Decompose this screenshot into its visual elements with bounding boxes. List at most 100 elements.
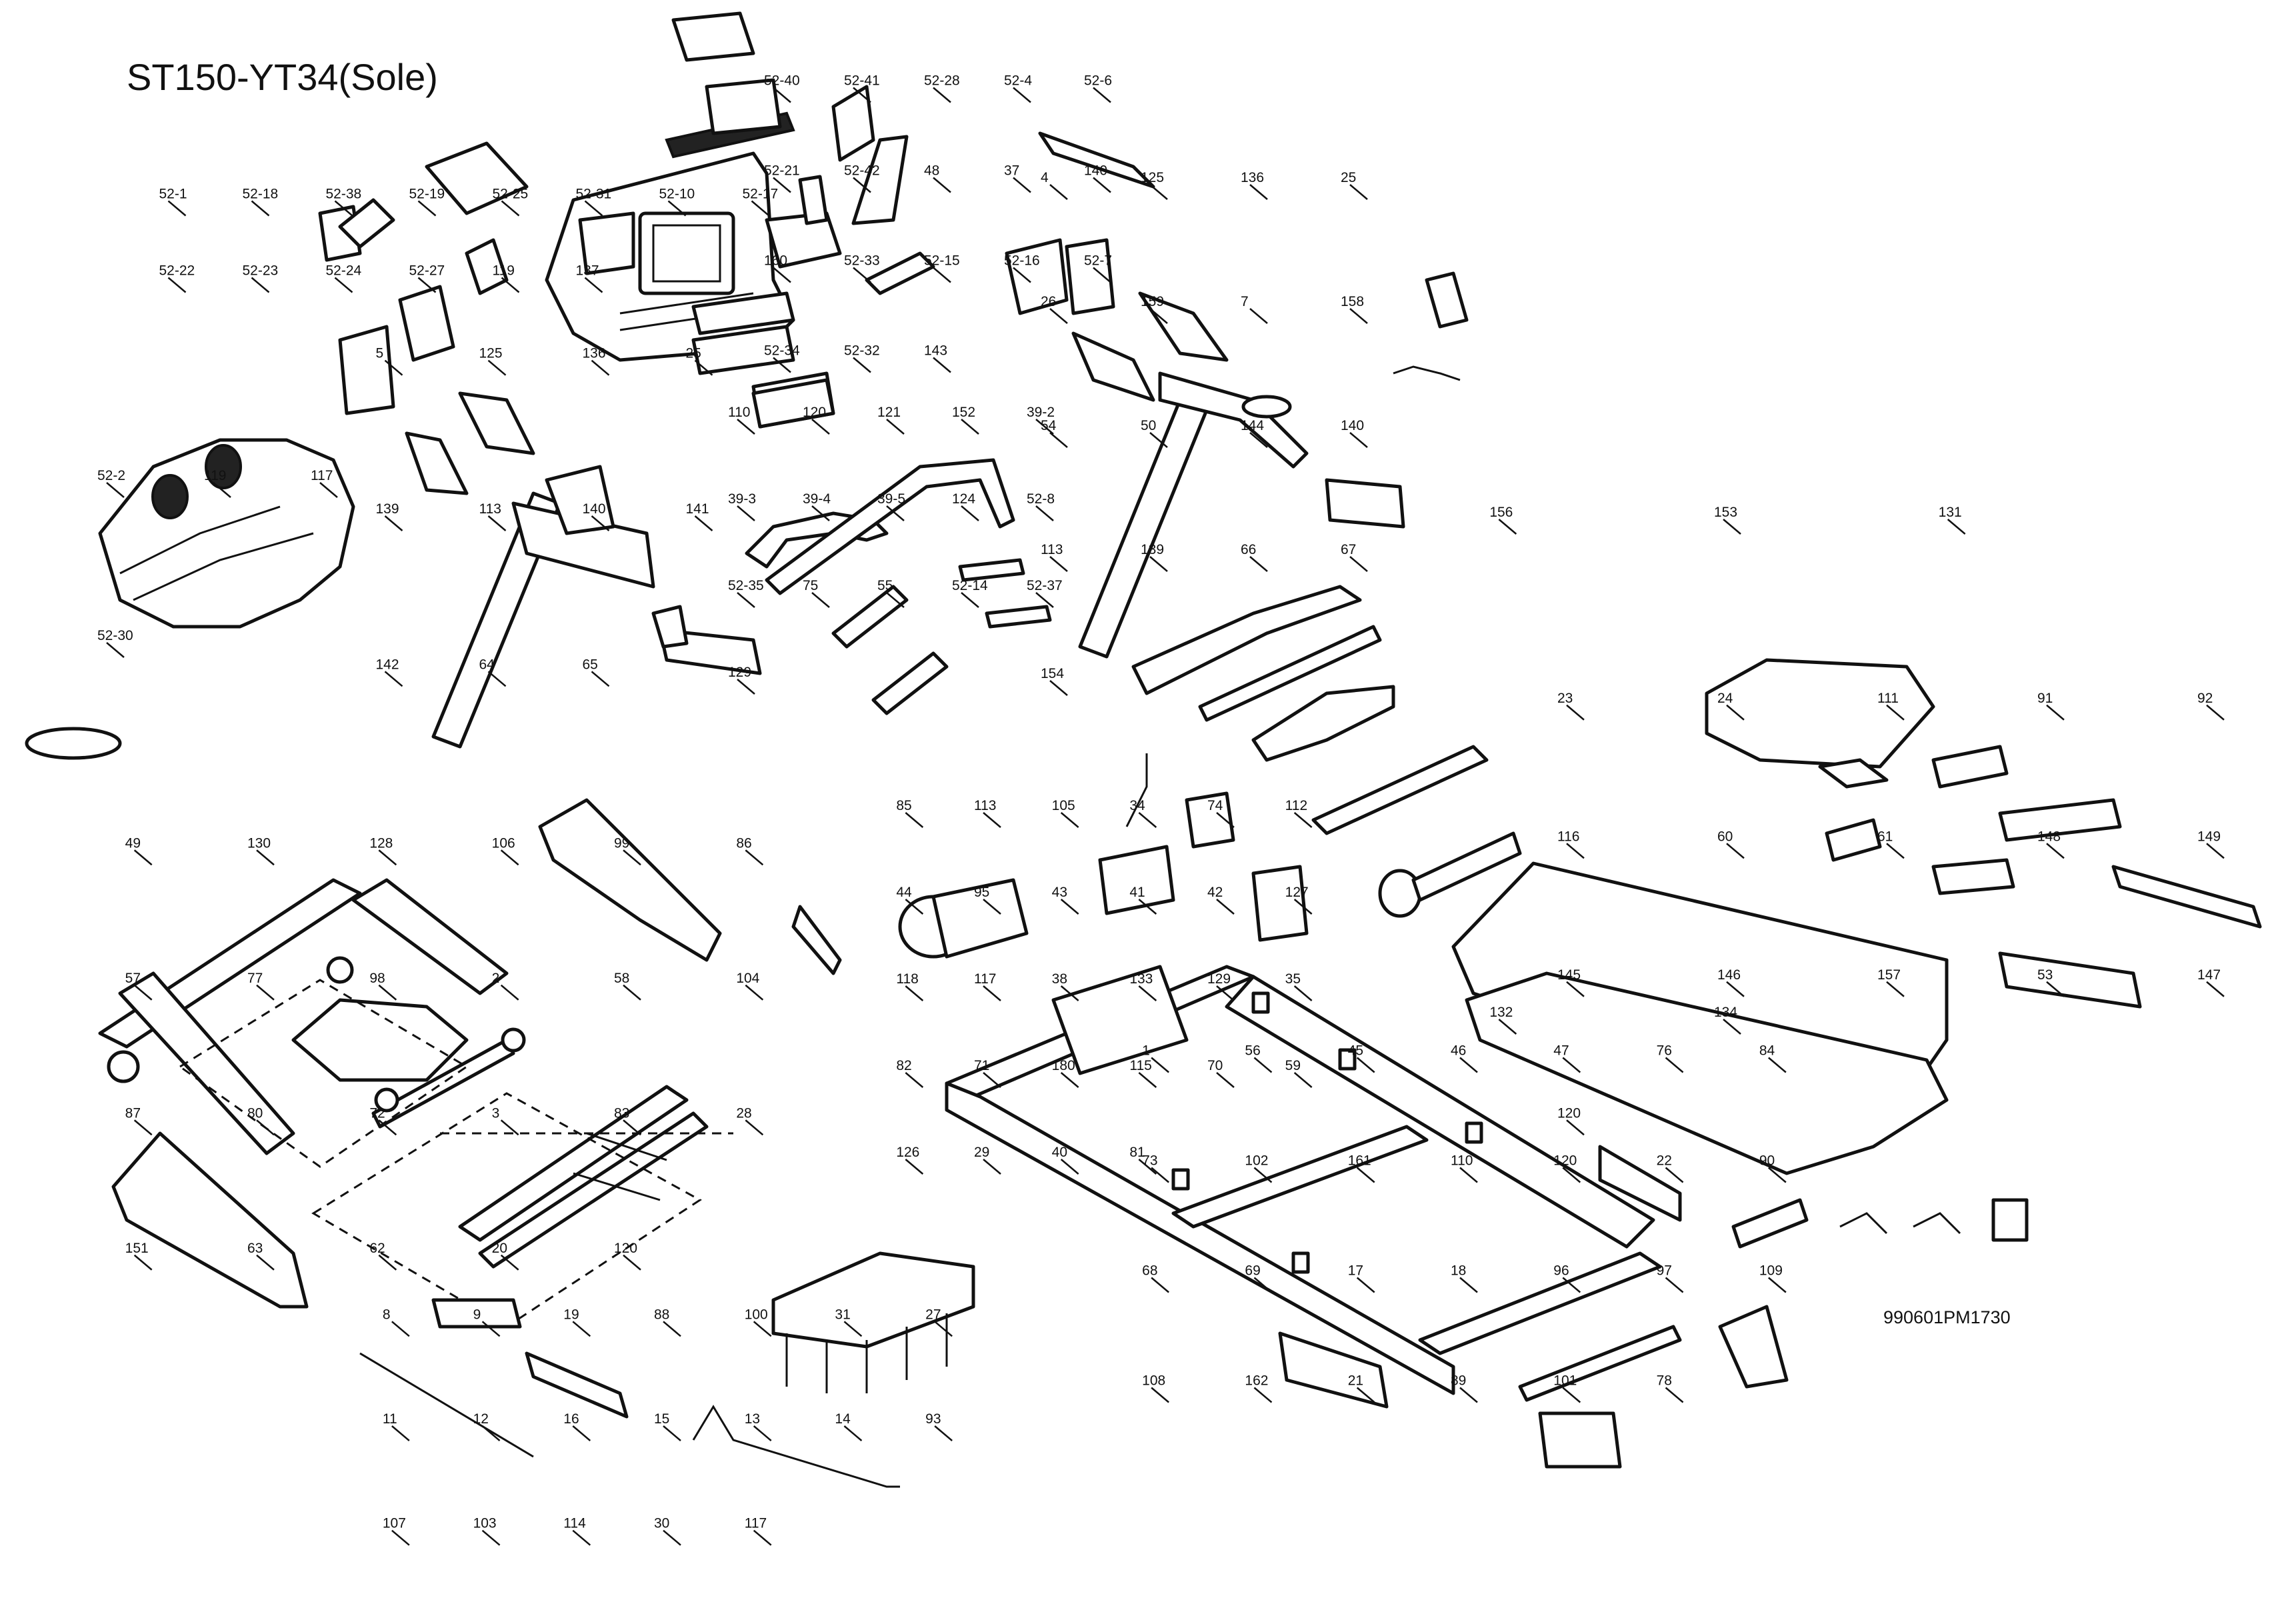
callout-upright-left-5: 5	[376, 346, 384, 361]
callout-console-assembly-52-25: 52-25	[493, 187, 529, 202]
callout-main-frame-78: 78	[1657, 1373, 1672, 1389]
leader-line	[1060, 899, 1079, 915]
callout-motor-hood-52-2: 52-2	[97, 468, 125, 483]
callout-handlebars-120: 120	[803, 405, 826, 420]
callout-motor-and-controller-85: 85	[896, 798, 911, 813]
leader-line	[391, 1529, 410, 1546]
callout-motor-and-controller-38: 38	[1052, 971, 1067, 987]
callout-lift-and-tubes-14: 14	[835, 1411, 851, 1427]
callout-lift-and-tubes-19: 19	[563, 1307, 579, 1322]
callout-upright-right-159: 159	[1141, 294, 1164, 309]
leader-line	[1566, 704, 1585, 721]
leader-line	[584, 277, 603, 293]
deck-belt-drawing	[1451, 658, 2262, 1175]
callout-console-top-37: 37	[1004, 163, 1019, 179]
callout-upright-right-144: 144	[1241, 418, 1264, 433]
leader-line	[933, 177, 951, 193]
leader-line	[1216, 899, 1235, 915]
leader-line	[1723, 1019, 1741, 1035]
leader-line	[1138, 812, 1157, 828]
leader-line	[886, 505, 905, 521]
callout-handlebars-52-35: 52-35	[728, 578, 764, 593]
callout-lift-and-tubes-117: 117	[745, 1516, 767, 1531]
leader-line	[623, 1254, 641, 1271]
callout-main-frame-89: 89	[1451, 1373, 1466, 1389]
callout-motor-and-controller-41: 41	[1129, 885, 1145, 900]
callout-main-frame-162: 162	[1245, 1373, 1268, 1389]
callout-motor-and-controller-133: 133	[1129, 971, 1153, 987]
leader-line	[753, 1529, 772, 1546]
callout-lift-and-tubes-27: 27	[925, 1307, 941, 1322]
leader-line	[391, 1425, 410, 1441]
leader-line	[2206, 704, 2225, 721]
leader-line	[2206, 843, 2225, 859]
leader-line	[1249, 308, 1268, 324]
callout-console-assembly-52-18: 52-18	[243, 187, 279, 202]
leader-line	[1665, 1057, 1684, 1073]
leader-line	[773, 357, 791, 373]
callout-main-frame-56: 56	[1245, 1043, 1260, 1059]
callout-main-frame-96: 96	[1553, 1263, 1569, 1279]
left-base-frame-drawing	[98, 798, 842, 1328]
callout-main-frame-69: 69	[1245, 1263, 1260, 1279]
leader-line	[572, 1425, 591, 1441]
leader-line	[1356, 1387, 1375, 1403]
callout-motor-and-controller-34: 34	[1129, 798, 1145, 813]
callout-upright-left-64: 64	[479, 657, 495, 672]
callout-console-top-52-4: 52-4	[1004, 73, 1032, 89]
callout-handlebars-152: 152	[952, 405, 975, 420]
leader-line	[378, 1254, 397, 1271]
leader-line	[1356, 1167, 1375, 1183]
callout-handlebars-55: 55	[877, 578, 893, 593]
callout-base-frame-left-151: 151	[125, 1241, 149, 1256]
leader-line	[905, 1072, 924, 1088]
leader-line	[694, 515, 713, 531]
callout-console-assembly-52-17: 52-17	[743, 187, 779, 202]
leader-line	[2046, 704, 2065, 721]
callout-motor-and-controller-82: 82	[896, 1058, 911, 1073]
leader-line	[417, 200, 437, 217]
leader-line	[623, 984, 641, 1001]
leader-line	[1049, 432, 1068, 448]
callout-base-frame-left-104: 104	[736, 971, 759, 986]
leader-line	[1253, 1277, 1273, 1293]
leader-line	[256, 984, 275, 1001]
leader-line	[1293, 1072, 1313, 1088]
leader-line	[1093, 177, 1111, 193]
drawing-code: 990601PM1730	[1883, 1307, 2011, 1327]
leader-line	[1035, 419, 1054, 435]
callout-motor-and-controller-127: 127	[1285, 885, 1309, 900]
leader-line	[1566, 843, 1585, 859]
leader-line	[1566, 981, 1585, 997]
left-upright-drawing	[338, 285, 762, 749]
leader-line	[811, 419, 830, 435]
callout-main-frame-90: 90	[1759, 1153, 1775, 1169]
leader-line	[1459, 1057, 1478, 1073]
leader-line	[384, 515, 403, 531]
leader-line	[853, 357, 871, 373]
callout-upright-right-50: 50	[1141, 418, 1156, 433]
callout-handlebars-110: 110	[728, 405, 750, 420]
callout-console-assembly-52-1: 52-1	[159, 187, 187, 202]
callout-main-frame-110: 110	[1451, 1153, 1473, 1169]
callout-upright-right-7: 7	[1241, 294, 1249, 309]
leader-line	[1562, 1277, 1581, 1293]
leader-line	[1726, 843, 1745, 859]
callout-base-frame-left-120: 120	[614, 1241, 637, 1256]
leader-line	[745, 984, 764, 1001]
leader-line	[753, 1425, 772, 1441]
leader-line	[1723, 519, 1741, 535]
leader-line	[1060, 812, 1079, 828]
leader-line	[1216, 1072, 1235, 1088]
callout-upright-right-25: 25	[1341, 170, 1356, 185]
callout-base-frame-left-130: 130	[247, 835, 271, 851]
leader-line	[1249, 184, 1268, 200]
callout-motor-and-controller-129: 129	[1207, 971, 1231, 987]
callout-motor-hood-52-30: 52-30	[97, 628, 133, 643]
leader-line	[378, 849, 397, 866]
leader-line	[500, 1119, 519, 1136]
leader-line	[737, 505, 755, 521]
callout-upright-right-4: 4	[1041, 170, 1049, 185]
callout-lift-and-tubes-30: 30	[654, 1516, 669, 1531]
leader-line	[1149, 556, 1168, 572]
